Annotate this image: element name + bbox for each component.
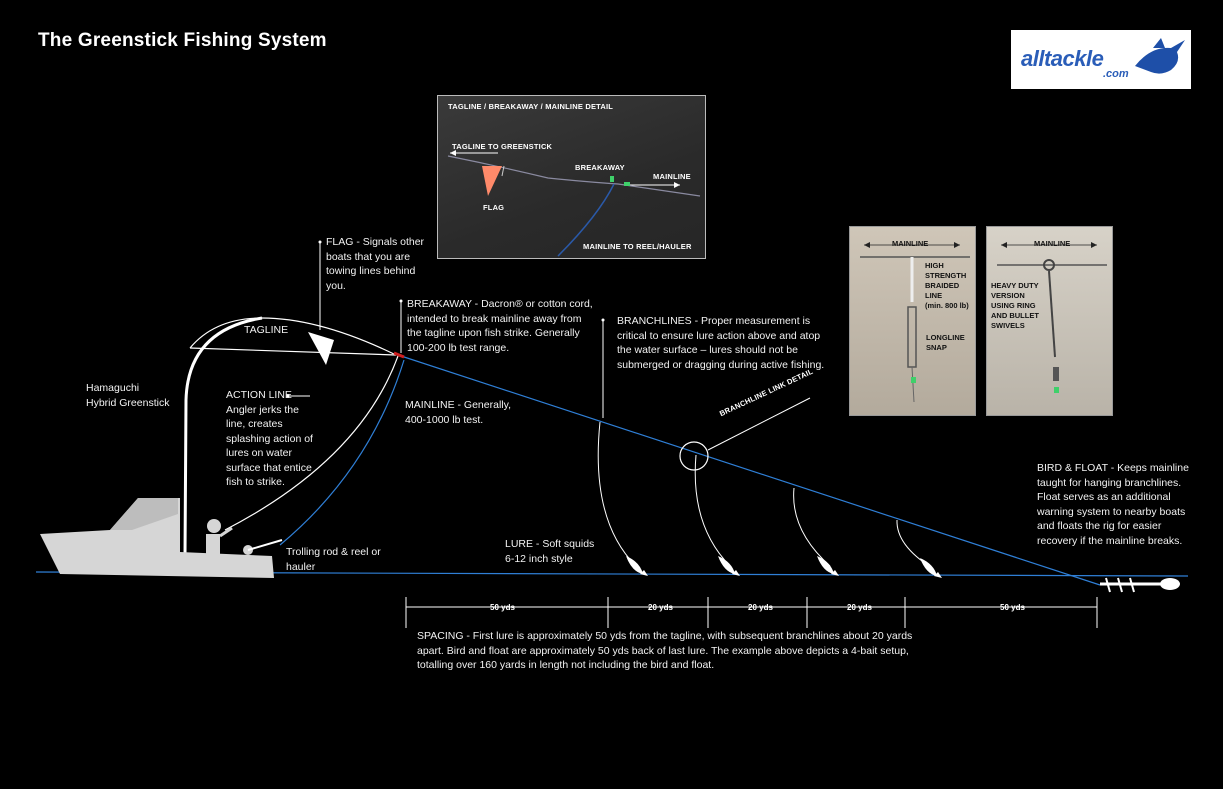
branchline-2 bbox=[694, 454, 731, 567]
segment-label-4: 20 yds bbox=[847, 603, 872, 612]
detail-mainline-label: MAINLINE bbox=[653, 172, 691, 181]
logo-sub-text: .com bbox=[1103, 68, 1129, 80]
lures bbox=[626, 556, 942, 578]
branchline-photo-2-drawing bbox=[997, 242, 1107, 393]
tagline-arc bbox=[189, 317, 397, 356]
branchline-photo-1-drawing bbox=[860, 242, 970, 403]
mainline bbox=[397, 354, 1101, 586]
tagline-detail-photo: TAGLINE / BREAKAWAY / MAINLINE DETAIL TA… bbox=[437, 95, 706, 259]
detail-breakaway-label: BREAKAWAY bbox=[575, 163, 625, 172]
photo1-snap-label: LONGLINE SNAP bbox=[926, 333, 965, 352]
segment-label-1: 50 yds bbox=[490, 603, 515, 612]
segment-label-5: 50 yds bbox=[1000, 603, 1025, 612]
branchline-4 bbox=[896, 519, 933, 569]
branchline-photo-2: MAINLINE HEAVY DUTY VERSION USING RING A… bbox=[986, 226, 1113, 416]
mainline-to-reel bbox=[279, 359, 405, 546]
mainline-note: MAINLINE - Generally,400-1000 lb test. bbox=[405, 399, 511, 426]
flag-shape bbox=[308, 332, 334, 365]
detail-circle bbox=[679, 441, 709, 471]
breakaway-note: BREAKAWAY - Dacron® or cotton cord,inten… bbox=[407, 298, 593, 354]
segment-label-3: 20 yds bbox=[748, 603, 773, 612]
angler bbox=[206, 519, 283, 556]
detail-drawing bbox=[447, 150, 701, 257]
tagline-label: TAGLINE bbox=[244, 324, 289, 336]
detail-flag-label: FLAG bbox=[483, 203, 505, 212]
photo1-mainline-label: MAINLINE bbox=[892, 239, 929, 248]
spacing-note: SPACING - First lure is approximately 50… bbox=[417, 630, 913, 671]
detail-heading: TAGLINE / BREAKAWAY / MAINLINE DETAIL bbox=[448, 102, 614, 111]
branchline-3 bbox=[793, 487, 831, 567]
branchline-photo-1: MAINLINE HIGH STRENGTH BRAIDED LINE (min… bbox=[849, 226, 976, 416]
branchline-1 bbox=[597, 421, 637, 567]
boat bbox=[40, 498, 274, 578]
greenstick-pole bbox=[183, 316, 263, 556]
detail-tagline-label: TAGLINE TO GREENSTICK bbox=[452, 142, 553, 151]
breakaway-cord bbox=[393, 351, 405, 359]
photo2-mainline-label: MAINLINE bbox=[1034, 239, 1071, 248]
spacing-scale bbox=[405, 597, 1098, 628]
action-line bbox=[224, 355, 399, 531]
segment-label-2: 20 yds bbox=[648, 603, 673, 612]
detail-leader bbox=[707, 397, 811, 451]
tagline-line bbox=[189, 347, 397, 356]
alltackle-logo[interactable]: alltackle .com bbox=[1011, 30, 1191, 89]
photo2-heavy-label: HEAVY DUTY VERSION USING RING AND BULLET… bbox=[991, 281, 1039, 330]
bird-float bbox=[1100, 577, 1180, 593]
marlin-icon bbox=[1135, 38, 1185, 74]
detail-reel-label: MAINLINE TO REEL/HAULER bbox=[583, 242, 692, 251]
logo-main-text: alltackle bbox=[1021, 46, 1104, 71]
photo1-braided-label: HIGH STRENGTH BRAIDED LINE (min. 800 lb) bbox=[925, 261, 969, 310]
page-title: The Greenstick Fishing System bbox=[38, 30, 327, 51]
